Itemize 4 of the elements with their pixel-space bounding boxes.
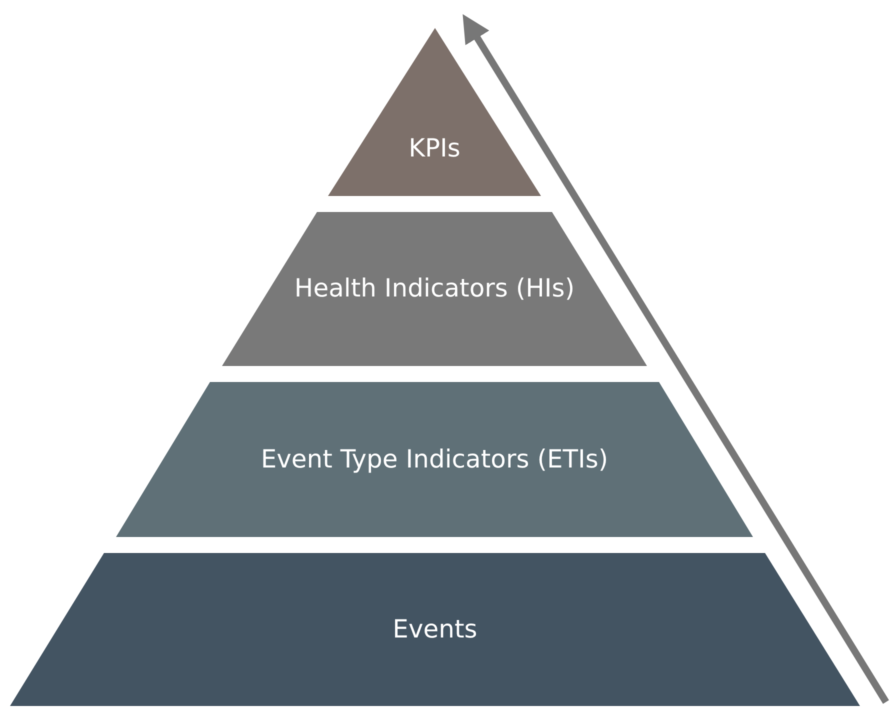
tier-label: Event Type Indicators (ETIs) (260, 443, 610, 476)
tier-label: KPIs (408, 132, 462, 165)
tier-label: Events (392, 613, 478, 646)
tier-label: Health Indicators (HIs) (293, 272, 576, 305)
